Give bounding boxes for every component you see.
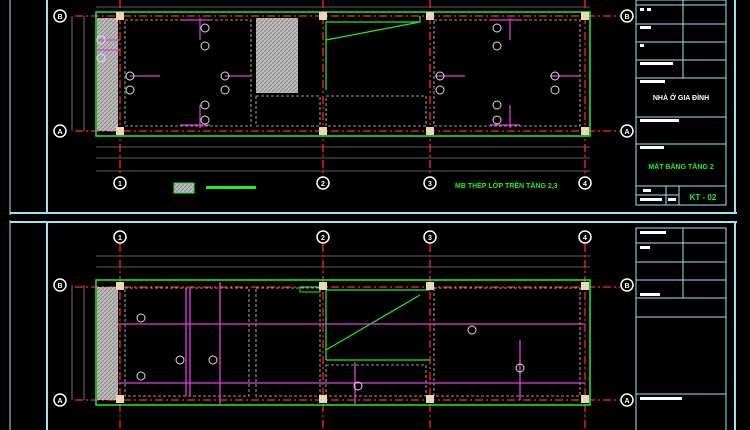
- axis-bubble-B-right: B: [620, 9, 634, 23]
- axis-bubble-2: 2: [316, 230, 330, 244]
- title-block-bottom: [635, 227, 727, 430]
- beam-outlines: [124, 19, 581, 127]
- legend-text: [206, 186, 256, 189]
- stair-outline: [325, 289, 430, 361]
- axis-bubble-1: 1: [113, 230, 127, 244]
- rebar-lines: [118, 282, 585, 405]
- svg-text:A: A: [57, 129, 62, 136]
- axis-bubble-3: 3: [423, 230, 437, 244]
- rebar-labels: [96, 23, 560, 125]
- project-name: NHÀ Ở GIA ĐÌNH: [653, 93, 709, 102]
- axis-bubble-2: 2: [316, 176, 330, 190]
- drawing-title: MẶT BẰNG TẦNG 2: [648, 161, 713, 171]
- hatched-wall: [97, 18, 118, 131]
- svg-text:B: B: [57, 14, 62, 21]
- outer-wall: [95, 279, 591, 406]
- svg-text:B: B: [624, 283, 629, 290]
- outer-wall: [95, 11, 591, 137]
- svg-text:A: A: [57, 398, 62, 405]
- svg-text:B: B: [57, 283, 62, 290]
- plan-title: MB THÉP LỚP TRÊN TẦNG 2,3: [455, 180, 558, 190]
- dimension-lines: [71, 6, 590, 172]
- axis-bubble-1: 1: [113, 176, 127, 190]
- svg-text:2: 2: [321, 235, 325, 242]
- stair-void: [256, 18, 298, 93]
- axis-bubble-4: 4: [578, 176, 592, 190]
- svg-text:3: 3: [428, 181, 432, 188]
- svg-text:1: 1: [118, 181, 122, 188]
- hatched-wall: [97, 287, 118, 400]
- rebar-marks: [97, 18, 580, 128]
- axis-bubble-A-right: A: [620, 393, 634, 407]
- axis-bubble-B: B: [53, 9, 67, 23]
- svg-text:3: 3: [428, 235, 432, 242]
- title-block: [635, 0, 727, 206]
- stair-outline: [325, 16, 421, 90]
- svg-text:4: 4: [583, 181, 587, 188]
- rebar-labels: [136, 313, 525, 391]
- axis-bubble-4: 4: [578, 230, 592, 244]
- columns: [116, 282, 589, 403]
- dimension-lines: [71, 255, 590, 400]
- svg-text:A: A: [624, 129, 629, 136]
- axis-lines: [75, 0, 620, 176]
- sheet-top: NHÀ Ở GIA ĐÌNH MẶT BẰNG TẦNG 2 KT - 02: [9, 0, 737, 215]
- legend-hatch-swatch: [173, 182, 195, 194]
- sheet-bottom: 1 2 3 4 B A B A: [9, 220, 737, 430]
- svg-text:1: 1: [118, 235, 122, 242]
- axis-bubble-B: B: [53, 278, 67, 292]
- axis-bubble-B-right: B: [620, 278, 634, 292]
- axis-bubble-3: 3: [423, 176, 437, 190]
- axis-bubble-A-right: A: [620, 124, 634, 138]
- columns: [116, 12, 589, 135]
- svg-text:B: B: [624, 14, 629, 21]
- svg-text:2: 2: [321, 181, 325, 188]
- svg-text:4: 4: [583, 235, 587, 242]
- drawing-number: KT - 02: [690, 193, 717, 202]
- svg-text:A: A: [624, 398, 629, 405]
- axis-bubble-A: A: [53, 393, 67, 407]
- axis-bubble-A: A: [53, 124, 67, 138]
- beam-outlines: [124, 287, 581, 397]
